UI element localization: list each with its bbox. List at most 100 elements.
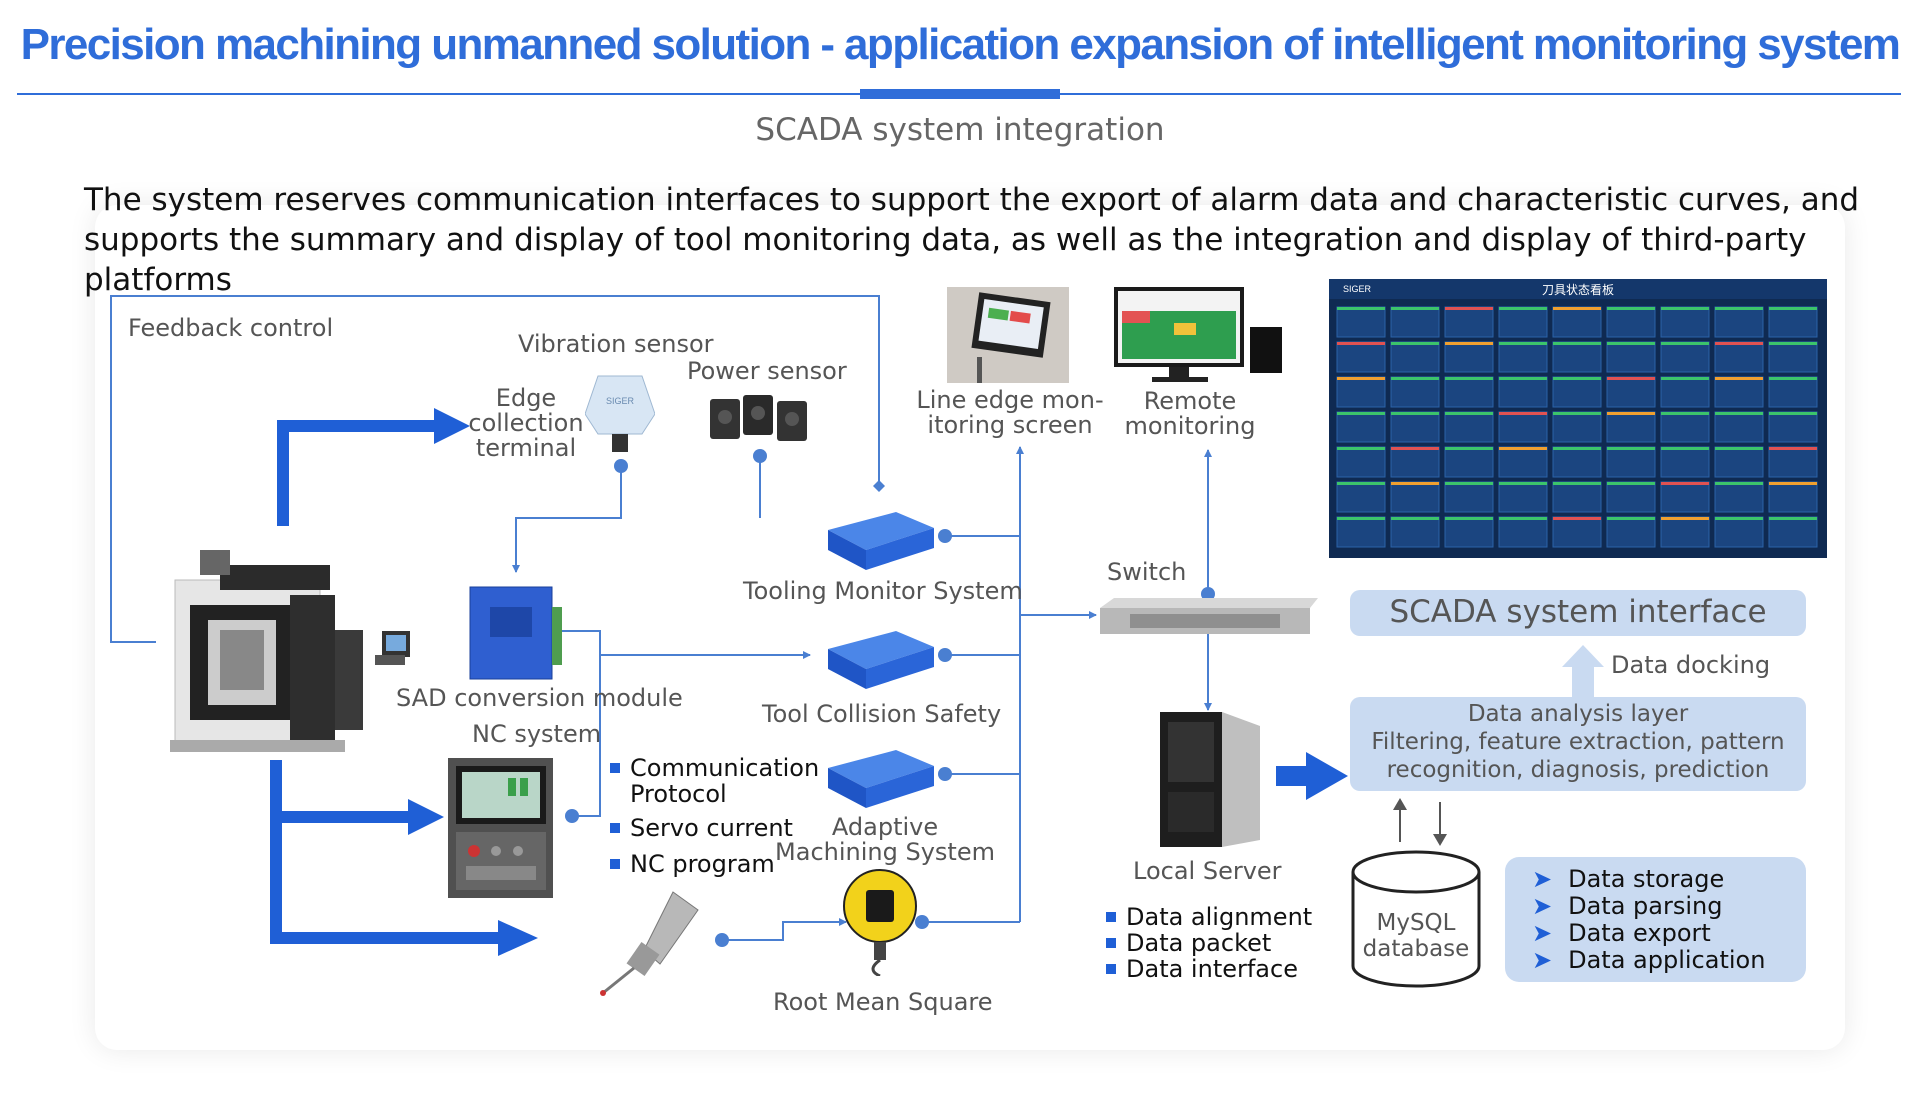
dashboard-tile — [1390, 446, 1440, 478]
dashboard-title: 刀具状态看板 — [1542, 283, 1614, 297]
local-server-image — [1160, 712, 1260, 847]
dashboard-tile — [1660, 341, 1710, 373]
dashboard-tile-status — [1337, 342, 1385, 345]
dashboard-tile — [1390, 411, 1440, 443]
dashboard-tile-status — [1661, 517, 1709, 520]
chevron-right-icon: ➤ — [1532, 919, 1553, 947]
dashboard-tile-status — [1715, 412, 1763, 415]
server-item-list: Data alignment Data packet Data interfac… — [1106, 904, 1312, 982]
dashboard-tile — [1552, 516, 1602, 548]
list-item: NC program — [610, 851, 819, 877]
dashboard-tile — [1444, 376, 1494, 408]
dashboard-tile — [1390, 341, 1440, 373]
dashboard-tile-status — [1715, 517, 1763, 520]
dashboard-tile — [1552, 481, 1602, 513]
dashboard-tile — [1714, 481, 1764, 513]
list-item: ➤Data application — [1532, 946, 1766, 974]
dashboard-tile — [1714, 376, 1764, 408]
dashboard-tile-status — [1607, 447, 1655, 450]
dashboard-tile — [1390, 481, 1440, 513]
scada-interface-box — [1350, 590, 1806, 636]
vibration-sensor-label: Vibration sensor — [518, 330, 714, 358]
dashboard-tile-status — [1445, 307, 1493, 310]
dashboard-tile — [1336, 306, 1386, 338]
dashboard-tile-status — [1445, 517, 1493, 520]
dashboard-tiles — [1336, 306, 1818, 548]
dashboard-tile-status — [1769, 412, 1817, 415]
dashboard-tile-status — [1391, 342, 1439, 345]
dashboard-tile-status — [1499, 517, 1547, 520]
dashboard-tile — [1660, 481, 1710, 513]
dashboard-tile-status — [1445, 342, 1493, 345]
sad-to-collision-line — [560, 630, 811, 659]
rms-sensor-image — [843, 869, 917, 976]
nc-to-sad-line — [572, 631, 601, 817]
list-item: ➤Data export — [1532, 919, 1711, 947]
tool-holder-image — [600, 891, 699, 996]
adaptive-machining-box-image — [828, 750, 934, 808]
probe-to-rms-line — [722, 918, 847, 941]
dashboard-tile — [1336, 446, 1386, 478]
dashboard-tile — [1444, 411, 1494, 443]
dashboard-tile — [1552, 376, 1602, 408]
blue-square-icon — [1106, 964, 1116, 974]
dashboard-tile-status — [1715, 447, 1763, 450]
dashboard-tile-status — [1445, 377, 1493, 380]
dashboard-tile-status — [1391, 307, 1439, 310]
dashboard-tile-status — [1769, 447, 1817, 450]
dashboard-tile-status — [1391, 517, 1439, 520]
dashboard-tile-status — [1499, 482, 1547, 485]
dashboard-tile-status — [1607, 517, 1655, 520]
dashboard-tile — [1336, 411, 1386, 443]
tooling-monitor-label: Tooling Monitor System — [743, 577, 1023, 605]
dashboard-tile-status — [1769, 377, 1817, 380]
nc-system-image — [448, 758, 553, 898]
dashboard-tile-status — [1715, 482, 1763, 485]
machine-output-arrows — [270, 408, 538, 956]
analysis-layer-box — [1350, 697, 1806, 791]
dashboard-tile-status — [1337, 447, 1385, 450]
dashboard-tile — [1714, 411, 1764, 443]
dashboard-tile — [1768, 481, 1818, 513]
dashboard-tile-status — [1661, 412, 1709, 415]
dashboard-tile-status — [1607, 412, 1655, 415]
dashboard-tile — [1336, 341, 1386, 373]
dashboard-tile-status — [1499, 377, 1547, 380]
chevron-right-icon: ➤ — [1532, 946, 1553, 974]
line-edge-screen-image — [947, 287, 1069, 383]
dashboard-tile-status — [1391, 377, 1439, 380]
chevron-right-icon: ➤ — [1532, 892, 1553, 920]
tool-collision-label: Tool Collision Safety — [762, 700, 1002, 728]
dashboard-tile — [1444, 306, 1494, 338]
switch-image — [1100, 598, 1318, 634]
power-sensor-image — [710, 395, 807, 441]
db-sync-arrows — [1393, 798, 1447, 846]
dashboard-tile — [1606, 341, 1656, 373]
dashboard-tile-status — [1391, 412, 1439, 415]
dashboard-tile — [1444, 341, 1494, 373]
intro-text: The system reserves communication interf… — [84, 182, 1860, 298]
dashboard-tile-status — [1553, 447, 1601, 450]
dashboard-tile — [1498, 446, 1548, 478]
dashboard-tile — [1498, 341, 1548, 373]
blue-square-icon — [610, 763, 620, 773]
dashboard-tile-status — [1337, 377, 1385, 380]
dashboard-tile — [1552, 446, 1602, 478]
list-item: Data alignment — [1106, 904, 1312, 930]
dashboard-tile — [1768, 306, 1818, 338]
dashboard-tile — [1660, 516, 1710, 548]
dashboard-tile — [1606, 516, 1656, 548]
tooling-monitor-box-image — [828, 512, 934, 570]
mysql-database-icon — [1351, 850, 1481, 988]
nc-signal-list: Communication Protocol Servo current NC … — [610, 755, 819, 877]
dashboard-tile-status — [1553, 412, 1601, 415]
dashboard-tile — [1552, 341, 1602, 373]
dashboard-tile-status — [1769, 342, 1817, 345]
dashboard-tile-status — [1445, 447, 1493, 450]
dashboard-tile-status — [1715, 342, 1763, 345]
dashboard-tile-status — [1553, 342, 1601, 345]
dashboard-tile — [1336, 481, 1386, 513]
